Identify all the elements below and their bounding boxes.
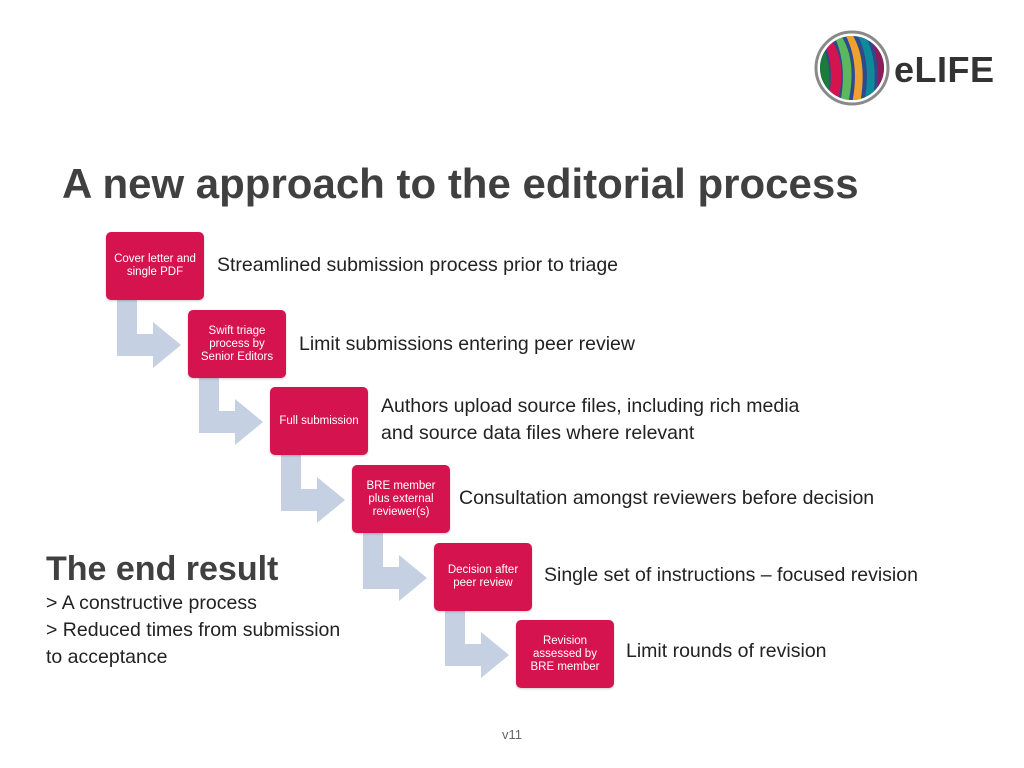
logo-wordmark-e: e: [894, 49, 915, 90]
version-label: v11: [502, 727, 522, 742]
elife-logo-icon: [814, 30, 890, 106]
step-description: Consultation amongst reviewers before de…: [459, 487, 875, 509]
page-title: A new approach to the editorial process: [62, 160, 859, 207]
end-result-point: > Reduced times from submission: [46, 619, 341, 641]
step-description-line: Authors upload source files, including r…: [381, 395, 800, 417]
step-cover-letter: Cover letter and single PDF: [106, 232, 204, 300]
elife-logo: eLIFE: [814, 30, 994, 106]
end-result-section: The end result > A constructive process …: [46, 548, 406, 671]
step-description: Authors upload source files, including r…: [381, 393, 799, 447]
step-bre-member-review: BRE member plus external reviewer(s): [352, 465, 450, 533]
step-description: Streamlined submission process prior to …: [217, 254, 619, 276]
step-revision-assessed: Revision assessed by BRE member: [516, 620, 614, 688]
end-result-point: to acceptance: [46, 646, 168, 668]
step-description: Single set of instructions – focused rev…: [544, 564, 918, 586]
logo-wordmark: eLIFE: [894, 49, 995, 91]
step-description: Limit rounds of revision: [626, 640, 827, 662]
step-full-submission: Full submission: [270, 387, 368, 455]
step-description: Limit submissions entering peer review: [299, 333, 635, 355]
logo-wordmark-rest: LIFE: [914, 49, 995, 90]
step-swift-triage: Swift triage process by Senior Editors: [188, 310, 286, 378]
step-decision: Decision after peer review: [434, 543, 532, 611]
step-description-line: and source data files where relevant: [381, 422, 695, 444]
end-result-point: > A constructive process: [46, 592, 257, 614]
end-result-heading: The end result: [46, 550, 279, 588]
